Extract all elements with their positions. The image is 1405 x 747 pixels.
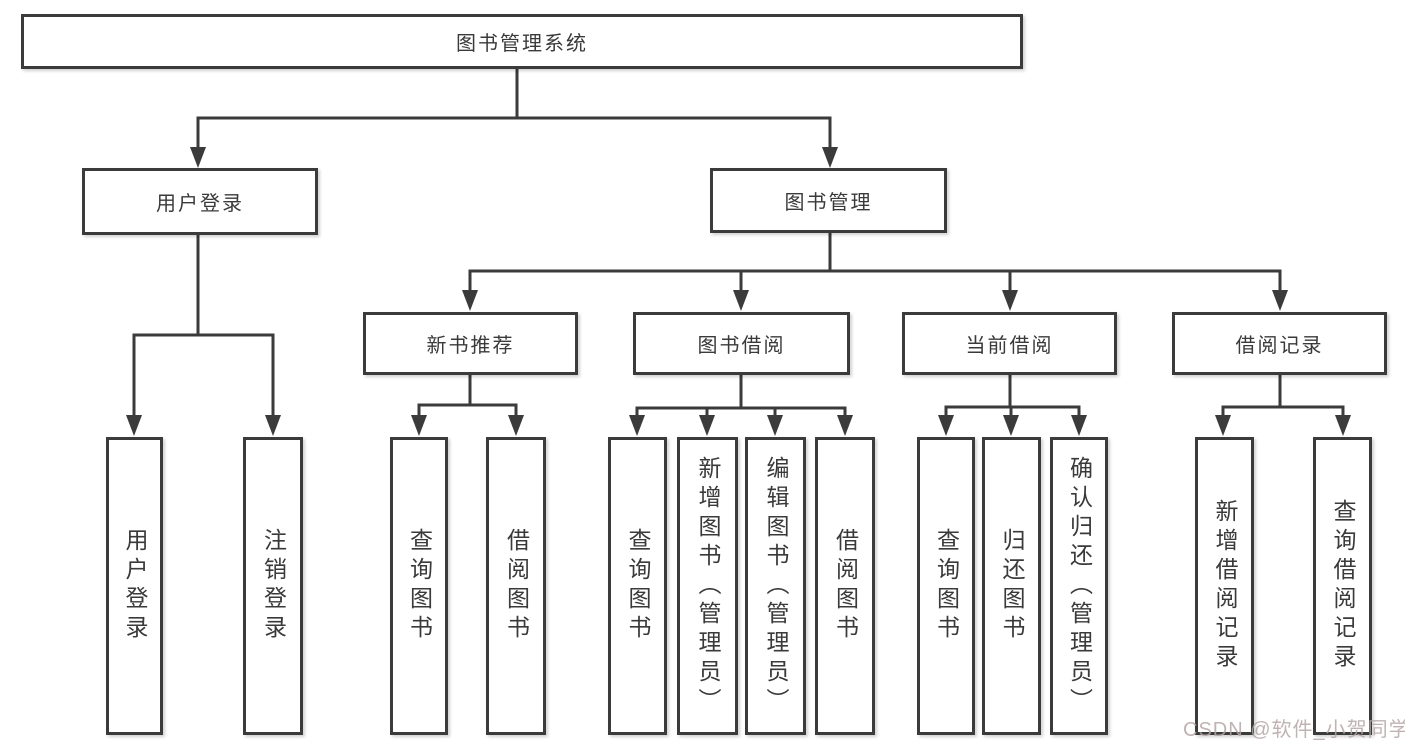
connector-borrow-records [1221, 373, 1345, 416]
node-current-borrow: 当前借阅 [902, 312, 1117, 375]
node-root: 图书管理系统 [21, 14, 1023, 69]
node-book-management-label: 图书管理 [784, 192, 873, 214]
leaf-add-borrow-record-label: 新增借阅记录 [1212, 499, 1238, 673]
leaf-query-books-3: 查询图书 [917, 437, 975, 735]
csdn-watermark: CSDN @软件_小贺同学 [1183, 719, 1405, 741]
node-user-login-label: 用户登录 [156, 193, 244, 215]
leaf-query-books-1: 查询图书 [390, 437, 448, 735]
connector-user-login [132, 233, 275, 416]
connector-current-borrow [944, 373, 1081, 416]
leaf-query-books-1-label: 查询图书 [406, 528, 433, 644]
leaf-logout-login-label: 注销登录 [260, 528, 287, 644]
leaf-query-books-3-label: 查询图书 [933, 528, 960, 644]
leaf-confirm-return-admin-label: 确认归还（管理员） [1066, 455, 1093, 717]
node-current-borrow-label: 当前借阅 [965, 335, 1054, 357]
leaf-query-borrow-record-label: 查询借阅记录 [1330, 499, 1356, 673]
node-borrow-records-label: 借阅记录 [1235, 335, 1324, 357]
leaf-logout-login: 注销登录 [243, 437, 303, 735]
node-borrow-records: 借阅记录 [1172, 312, 1387, 375]
leaf-add-book-admin: 新增图书（管理员） [677, 437, 738, 735]
leaf-return-books: 归还图书 [982, 437, 1041, 735]
node-book-borrow: 图书借阅 [633, 312, 850, 375]
leaf-edit-book-admin: 编辑图书（管理员） [745, 437, 806, 735]
leaf-borrow-books-2-label: 借阅图书 [832, 528, 859, 644]
node-book-management: 图书管理 [710, 168, 947, 233]
leaf-borrow-books-1-label: 借阅图书 [503, 528, 530, 644]
node-user-login: 用户登录 [82, 168, 318, 235]
leaf-borrow-books-2: 借阅图书 [815, 437, 875, 735]
leaf-edit-book-admin-label: 编辑图书（管理员） [763, 455, 789, 717]
leaf-confirm-return-admin: 确认归还（管理员） [1050, 437, 1108, 735]
connector-book-borrow [635, 373, 847, 416]
node-new-book-recommend: 新书推荐 [363, 312, 578, 375]
node-book-borrow-label: 图书借阅 [697, 335, 786, 357]
leaf-user-login-label: 用户登录 [122, 528, 148, 644]
leaf-query-books-2: 查询图书 [608, 437, 667, 735]
arrowheads [126, 147, 1351, 436]
leaf-query-borrow-record: 查询借阅记录 [1313, 437, 1372, 735]
leaf-user-login: 用户登录 [106, 437, 163, 735]
leaf-query-books-2-label: 查询图书 [625, 528, 651, 644]
leaf-borrow-books-1: 借阅图书 [486, 437, 546, 735]
connector-root [196, 67, 832, 148]
node-new-book-recommend-label: 新书推荐 [426, 335, 515, 357]
connector-book-management [468, 231, 1282, 291]
leaf-return-books-label: 归还图书 [999, 528, 1025, 644]
node-root-label: 图书管理系统 [456, 33, 588, 55]
connector-new-book-recommend [417, 373, 518, 416]
leaf-add-borrow-record: 新增借阅记录 [1195, 437, 1254, 735]
leaf-add-book-admin-label: 新增图书（管理员） [695, 455, 721, 717]
